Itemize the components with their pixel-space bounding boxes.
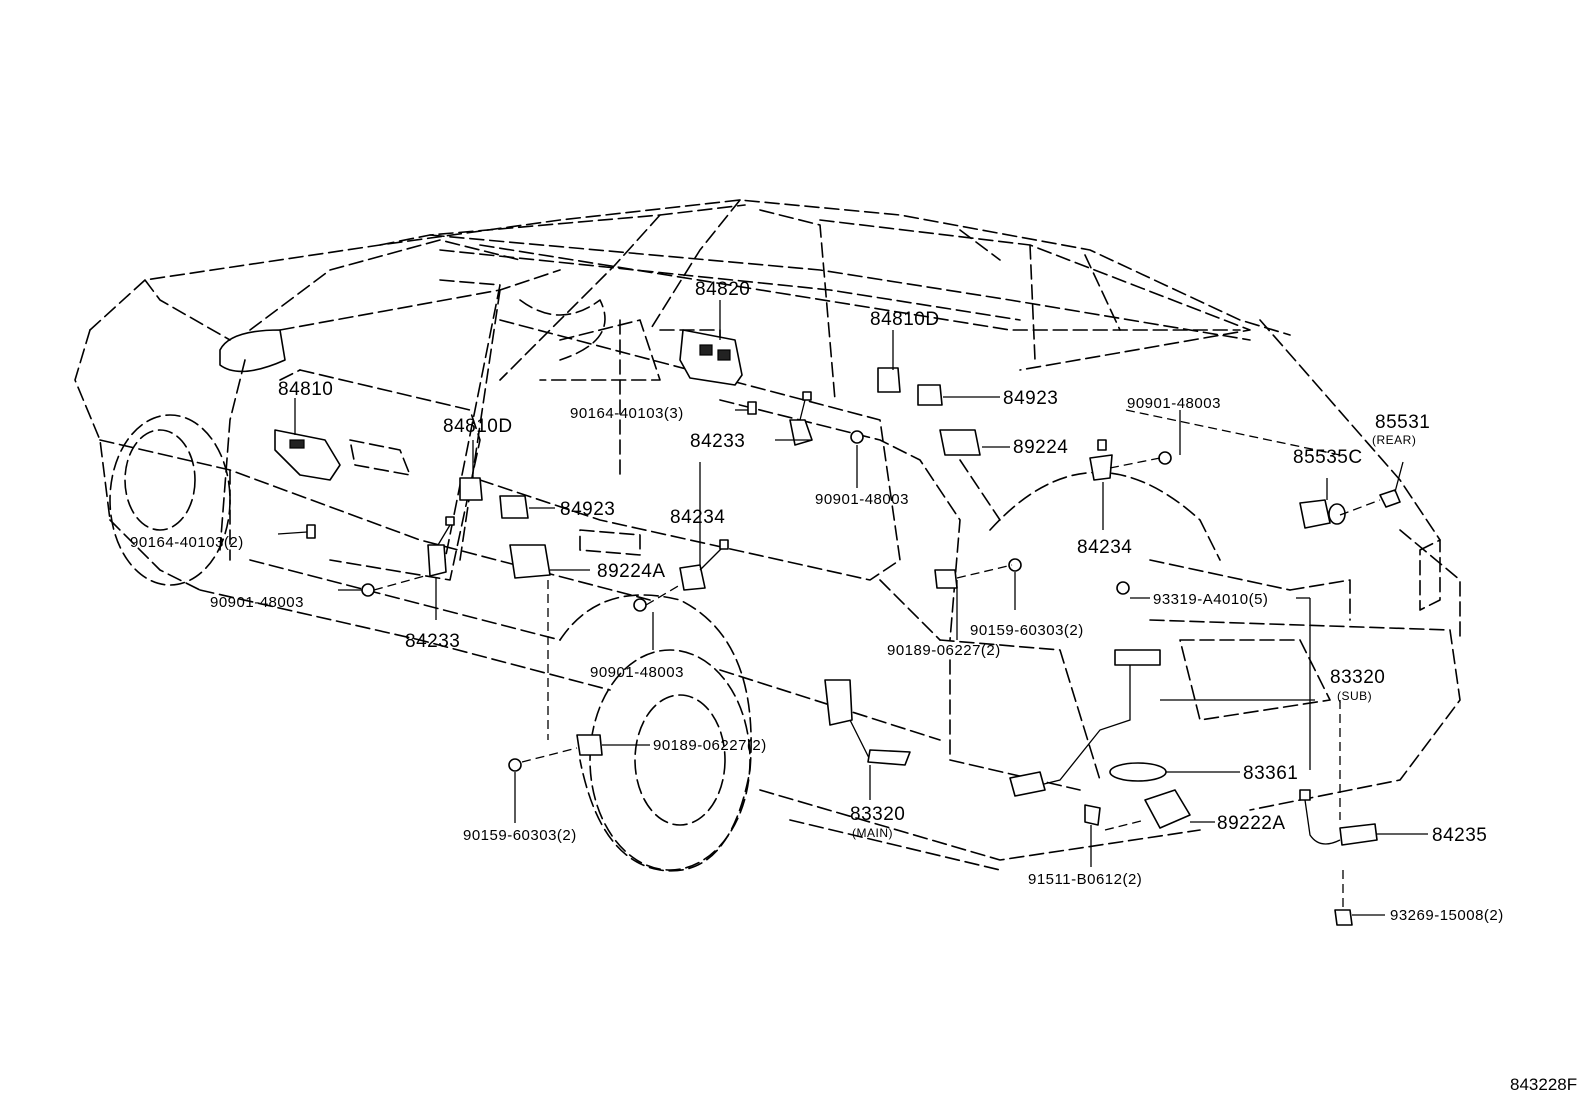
label-90164-40103-3: 90164-40103(3): [570, 405, 684, 422]
part-85531-bulb: [1379, 489, 1401, 508]
part-84233-sensor-top: [789, 419, 813, 446]
part-89224A-unit: [509, 544, 551, 579]
label-90189-06227-bottom: 90189-06227(2): [653, 737, 767, 754]
part-84234-sensor-right: [1089, 454, 1113, 481]
label-90901-48003-mid: 90901-48003: [815, 491, 909, 508]
part-93269-clip: [1334, 909, 1353, 926]
part-90159-bolt-top: [1008, 558, 1022, 572]
label-90159-60303-bottom: 90159-60303(2): [463, 827, 577, 844]
part-93319-screw: [1116, 581, 1130, 595]
part-90189-connector-bottom: [576, 734, 603, 756]
part-84235-sensor: [1339, 823, 1378, 846]
part-90901-clip-left: [361, 583, 375, 597]
label-85531-note: (REAR): [1372, 433, 1416, 447]
part-85535C-socket: [1299, 499, 1331, 529]
label-89222A: 89222A: [1217, 813, 1286, 834]
label-91511-B0612: 91511-B0612(2): [1028, 871, 1142, 888]
label-84233-top: 84233: [690, 431, 745, 452]
label-93269-15008: 93269-15008(2): [1390, 907, 1504, 924]
part-83361-gasket: [1109, 762, 1167, 782]
label-90901-48003-bottom: 90901-48003: [590, 664, 684, 681]
part-84810D-switch-mid: [459, 477, 483, 501]
part-90159-bolt-bottom: [508, 758, 522, 772]
label-85535C: 85535C: [1293, 447, 1363, 468]
label-84235: 84235: [1432, 825, 1487, 846]
leader-lines: [277, 300, 1428, 916]
label-90189-06227-top: 90189-06227(2): [887, 642, 1001, 659]
label-84810D-mid: 84810D: [443, 416, 513, 437]
label-83320-main-note: (MAIN): [852, 826, 893, 840]
part-90164-screw-left: [306, 524, 316, 539]
label-84233-bottom: 84233: [405, 631, 460, 652]
part-84810-switch: [274, 429, 341, 481]
label-84923-left: 84923: [560, 499, 615, 520]
label-84923-right: 84923: [1003, 388, 1058, 409]
part-84234-sensor-mid: [679, 564, 706, 591]
label-83320-sub: 83320: [1330, 667, 1385, 688]
label-90901-48003-left: 90901-48003: [210, 594, 304, 611]
label-84810D-top: 84810D: [870, 309, 940, 330]
label-83320-sub-note: (SUB): [1337, 689, 1372, 703]
part-91511-bolt: [1084, 804, 1101, 826]
part-83320-main-sender: [824, 679, 853, 726]
part-89222A-relay: [1144, 789, 1191, 829]
part-84810D-switch-top: [877, 367, 901, 393]
part-90901-clip-bottom: [633, 598, 647, 612]
label-84234-mid: 84234: [670, 507, 725, 528]
part-90189-connector-top: [934, 569, 958, 589]
label-90159-60303-top: 90159-60303(2): [970, 622, 1084, 639]
label-89224A: 89224A: [597, 561, 666, 582]
label-84234-right: 84234: [1077, 537, 1132, 558]
part-84923-switch-left: [499, 495, 529, 519]
label-83361: 83361: [1243, 763, 1298, 784]
part-89224-unit: [939, 429, 981, 456]
part-84820-switch: [679, 329, 743, 386]
part-90901-clip-top: [850, 430, 864, 444]
label-83320-main: 83320: [850, 804, 905, 825]
label-85531: 85531: [1375, 412, 1430, 433]
part-90901-clip-right: [1158, 451, 1172, 465]
label-93319-A4010: 93319-A4010(5): [1153, 591, 1268, 608]
label-89224: 89224: [1013, 437, 1068, 458]
label-84820: 84820: [695, 279, 750, 300]
label-90901-48003-top: 90901-48003: [1127, 395, 1221, 412]
part-90164-screw-top: [747, 401, 757, 415]
figure-id: 843228F: [1510, 1075, 1577, 1094]
part-84923-switch-right: [917, 384, 943, 406]
label-84810: 84810: [278, 379, 333, 400]
part-labels: 84820 84810D 84810 84923 90901-48003 901…: [130, 279, 1577, 1094]
part-83320-sub-sender: [1114, 649, 1161, 666]
parts: [274, 329, 1401, 926]
label-90164-40103-2: 90164-40103(2): [130, 534, 244, 551]
part-84233-sensor-left: [427, 544, 447, 577]
